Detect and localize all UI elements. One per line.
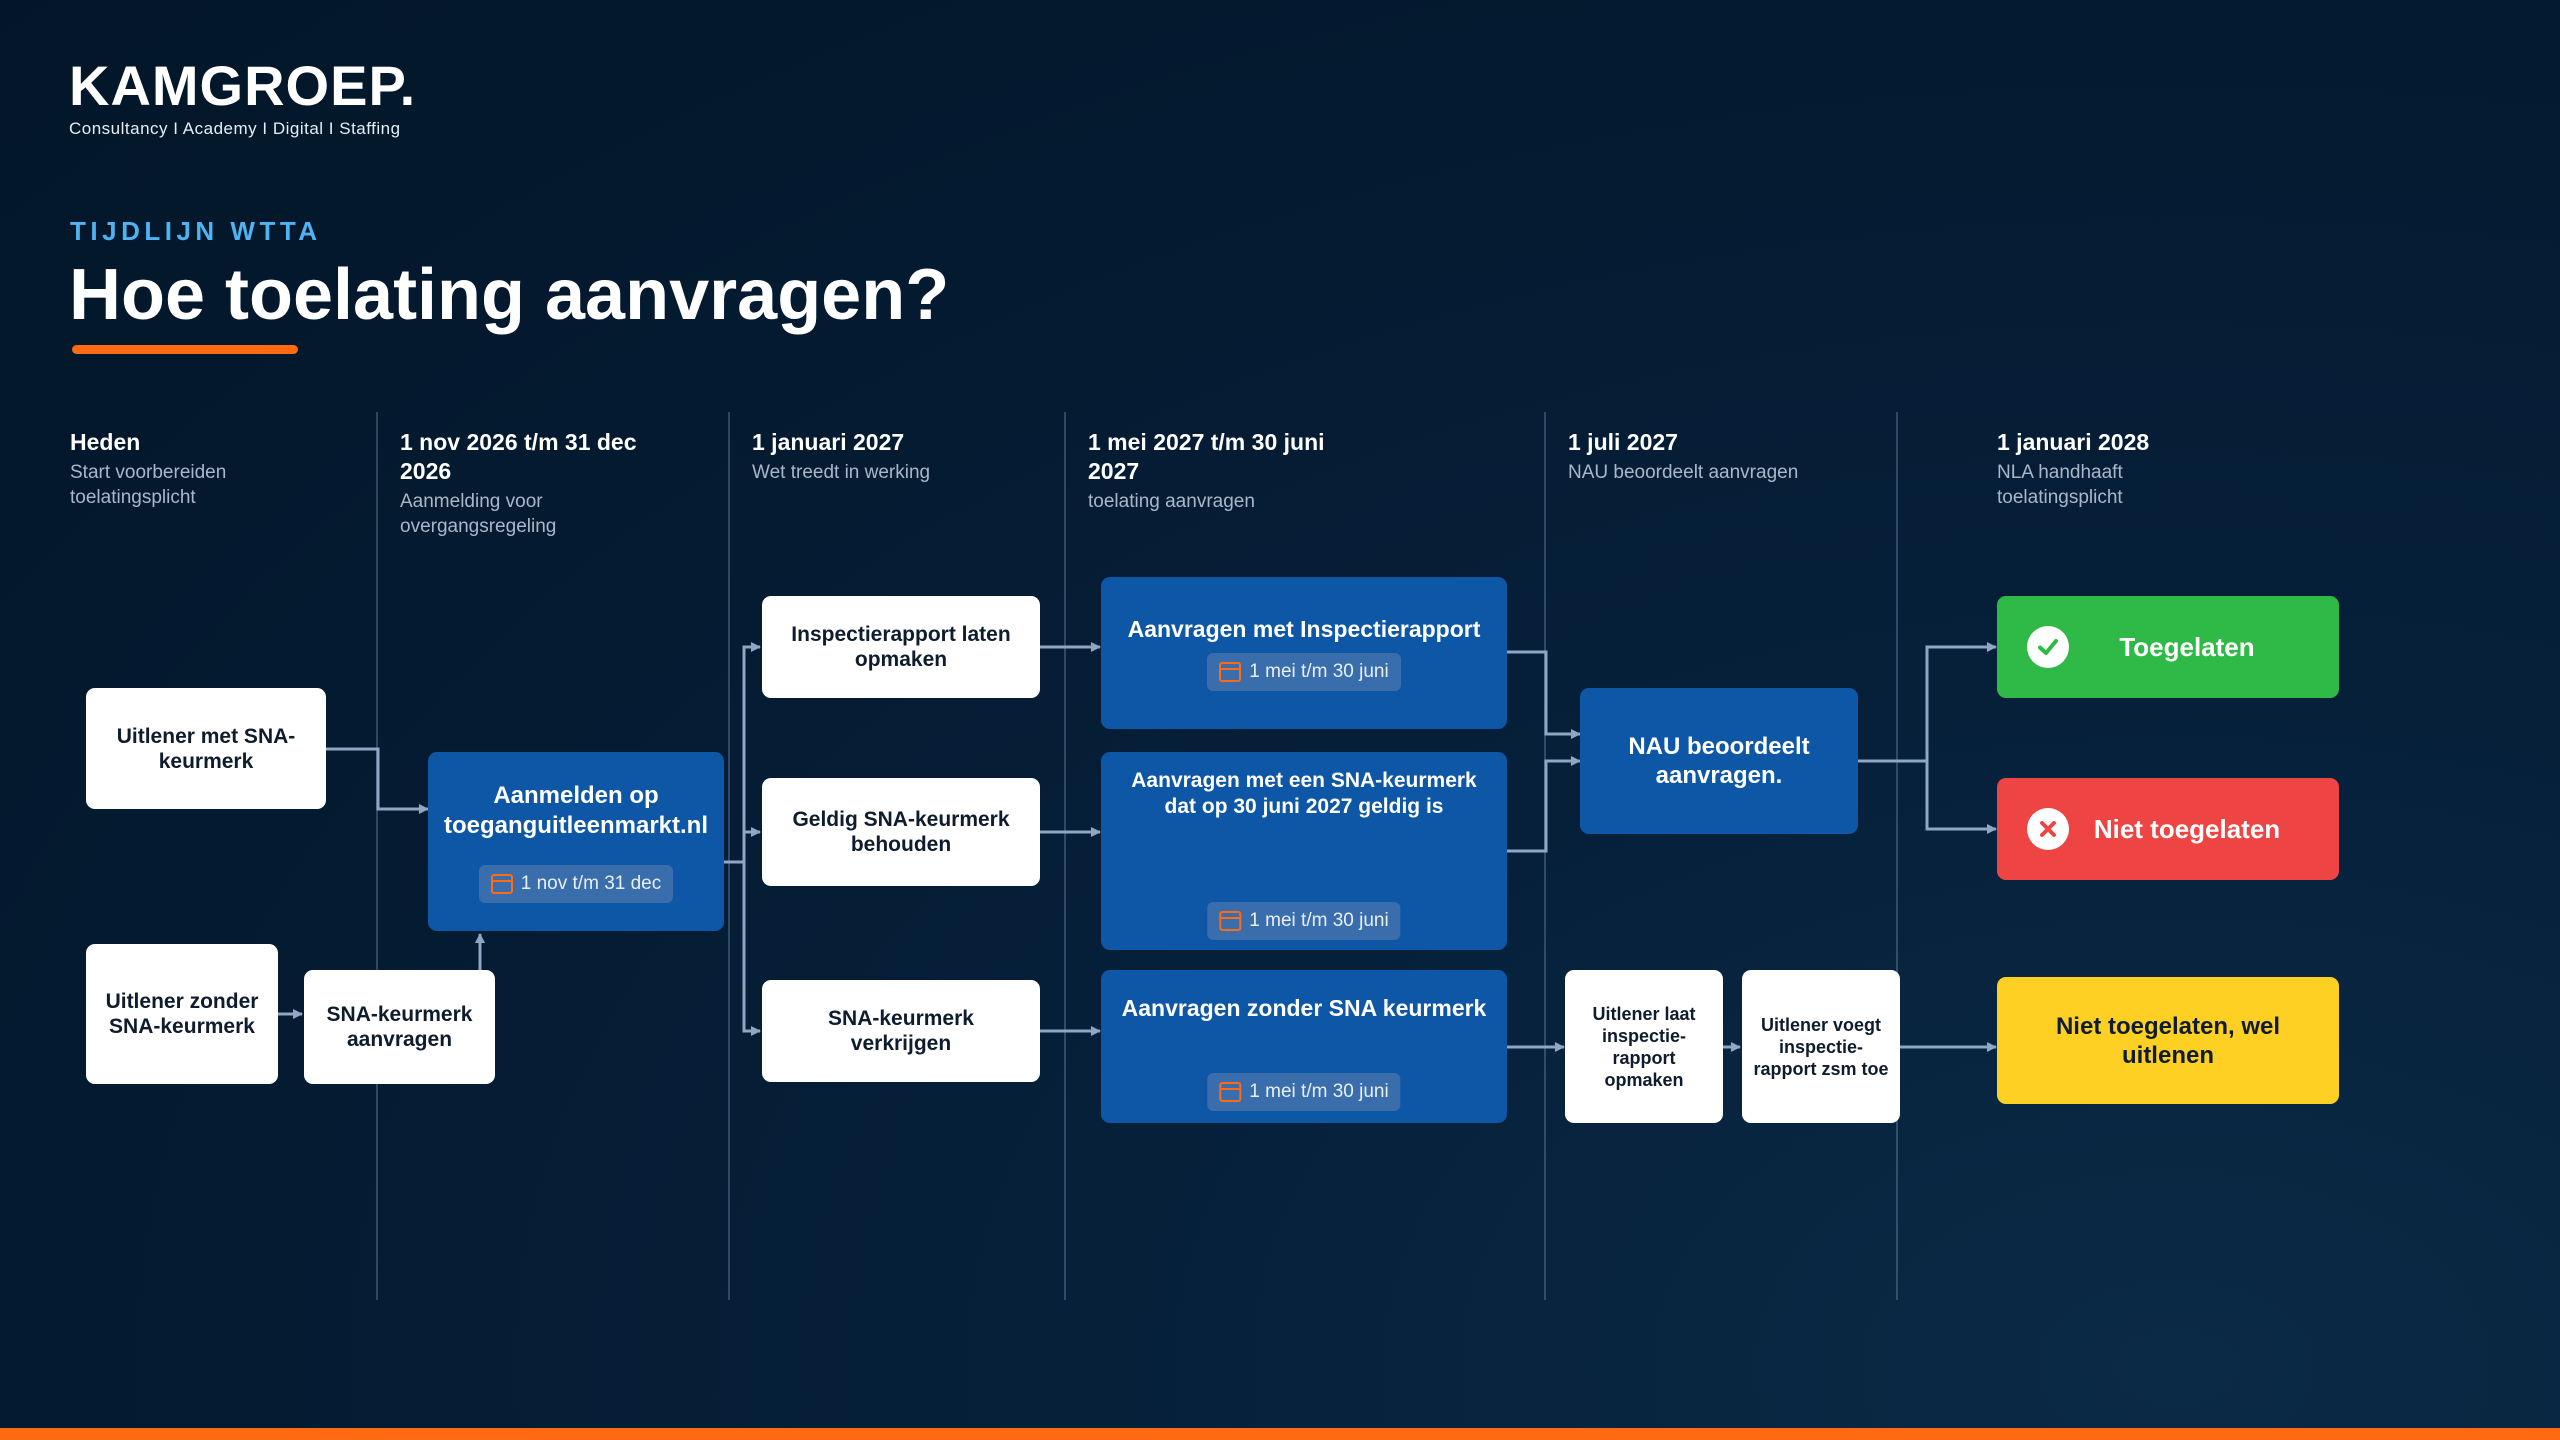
footer-accent-bar [0, 1428, 2560, 1440]
phase-title: 1 januari 2028 [1997, 429, 2150, 455]
check-icon [2027, 626, 2069, 668]
inspectierapport-opmaken-box: Inspectierapport laten opmaken [762, 596, 1040, 698]
column-divider [728, 412, 730, 1300]
phase-subtitle: Start voorbereiden toelatingsplicht [70, 462, 227, 508]
aanvragen-label: Aanvragen zonder SNA keurmerk [1121, 995, 1487, 1021]
phase-aanvragen: 1 mei 2027 t/m 30 juni 2027 toelating aa… [1088, 428, 1378, 514]
geldig-sna-behouden-box: Geldig SNA-keurmerk behouden [762, 778, 1040, 886]
phase-heden: Heden Start voorbereiden toelatingsplich… [70, 428, 350, 510]
phase-subtitle: Aanmelding voor overgangsregeling [400, 491, 557, 537]
phase-subtitle: Wet treedt in werking [752, 462, 931, 483]
sna-keurmerk-verkrijgen-box: SNA-keurmerk verkrijgen [762, 980, 1040, 1082]
date-label: 1 mei t/m 30 juni [1249, 1081, 1389, 1102]
uitlener-zonder-sna-box: Uitlener zonder SNA-keurmerk [86, 944, 278, 1084]
date-chip: 1 mei t/m 30 juni [1207, 653, 1401, 691]
phase-title: 1 nov 2026 t/m 31 dec 2026 [400, 429, 637, 484]
brand-logo: KAMGROEP. [69, 54, 417, 117]
close-icon [2027, 808, 2069, 850]
nau-beoordeelt-box: NAU beoordeelt aanvragen. [1580, 688, 1858, 834]
date-label: 1 mei t/m 30 juni [1249, 661, 1389, 682]
phase-subtitle: toelating aanvragen [1088, 491, 1255, 512]
nau-label: NAU beoordeelt aanvragen. [1628, 733, 1810, 789]
uitlener-met-sna-box: Uitlener met SNA-keurmerk [86, 688, 326, 809]
date-chip: 1 mei t/m 30 juni [1207, 902, 1401, 940]
calendar-icon [490, 873, 513, 894]
phase-title: 1 januari 2027 [752, 429, 905, 455]
aanvragen-label: Aanvragen met een SNA-keurmerk dat op 30… [1131, 769, 1477, 818]
aanvragen-zonder-sna-box: Aanvragen zonder SNA keurmerk 1 mei t/m … [1101, 970, 1507, 1123]
calendar-icon [1219, 662, 1242, 682]
brand-tagline: Consultancy I Academy I Digital I Staffi… [69, 119, 401, 138]
aanmelden-box: Aanmelden op toeganguitleenmarkt.nl 1 no… [428, 752, 724, 931]
date-chip: 1 nov t/m 31 dec [478, 864, 674, 903]
calendar-icon [1219, 1082, 1242, 1102]
aanvragen-inspectierapport-box: Aanvragen met Inspectierapport 1 mei t/m… [1101, 577, 1507, 729]
date-label: 1 mei t/m 30 juni [1249, 910, 1389, 931]
title-underline [72, 345, 298, 354]
phase-subtitle: NAU beoordeelt aanvragen [1568, 462, 1799, 483]
outcome-wel-uitlenen: Niet toegelaten, wel uitlenen [1997, 977, 2339, 1104]
phase-nau: 1 juli 2027 NAU beoordeelt aanvragen [1568, 428, 1868, 485]
voegt-inspectierapport-box: Uitlener voegt inspectie-rapport zsm toe [1742, 970, 1900, 1123]
aanmelden-label: Aanmelden op toeganguitleenmarkt.nl [443, 781, 709, 839]
page-title: Hoe toelating aanvragen? [69, 255, 950, 335]
column-divider [1896, 412, 1898, 1300]
outcome-label: Niet toegelaten, wel uitlenen [2055, 1012, 2281, 1069]
phase-subtitle: NLA handhaaft toelatingsplicht [1997, 462, 2123, 508]
phase-wet: 1 januari 2027 Wet treedt in werking [752, 428, 1052, 485]
section-eyebrow: TIJDLIJN WTTA [70, 216, 322, 246]
aanvragen-label: Aanvragen met Inspectierapport [1127, 616, 1481, 642]
outcome-label: Niet toegelaten [2093, 813, 2281, 844]
calendar-icon [1219, 911, 1242, 931]
date-chip: 1 mei t/m 30 juni [1207, 1073, 1401, 1111]
phase-aanmelding: 1 nov 2026 t/m 31 dec 2026 Aanmelding vo… [400, 428, 690, 539]
column-divider [376, 412, 378, 1300]
outcome-niet-toegelaten: Niet toegelaten [1997, 778, 2339, 880]
column-divider [1544, 412, 1546, 1300]
aanvragen-sna-box: Aanvragen met een SNA-keurmerk dat op 30… [1101, 752, 1507, 950]
column-divider [1064, 412, 1066, 1300]
phase-handhaving: 1 januari 2028 NLA handhaaft toelatingsp… [1997, 428, 2227, 510]
outcome-label: Toegelaten [2119, 631, 2255, 662]
laat-inspectierapport-box: Uitlener laat inspectie-rapport opmaken [1565, 970, 1723, 1123]
phase-title: Heden [70, 429, 141, 455]
sna-keurmerk-aanvragen-box: SNA-keurmerk aanvragen [304, 970, 495, 1084]
phase-title: 1 mei 2027 t/m 30 juni 2027 [1088, 429, 1325, 484]
phase-title: 1 juli 2027 [1568, 429, 1678, 455]
date-label: 1 nov t/m 31 dec [520, 872, 662, 894]
outcome-toegelaten: Toegelaten [1997, 596, 2339, 698]
